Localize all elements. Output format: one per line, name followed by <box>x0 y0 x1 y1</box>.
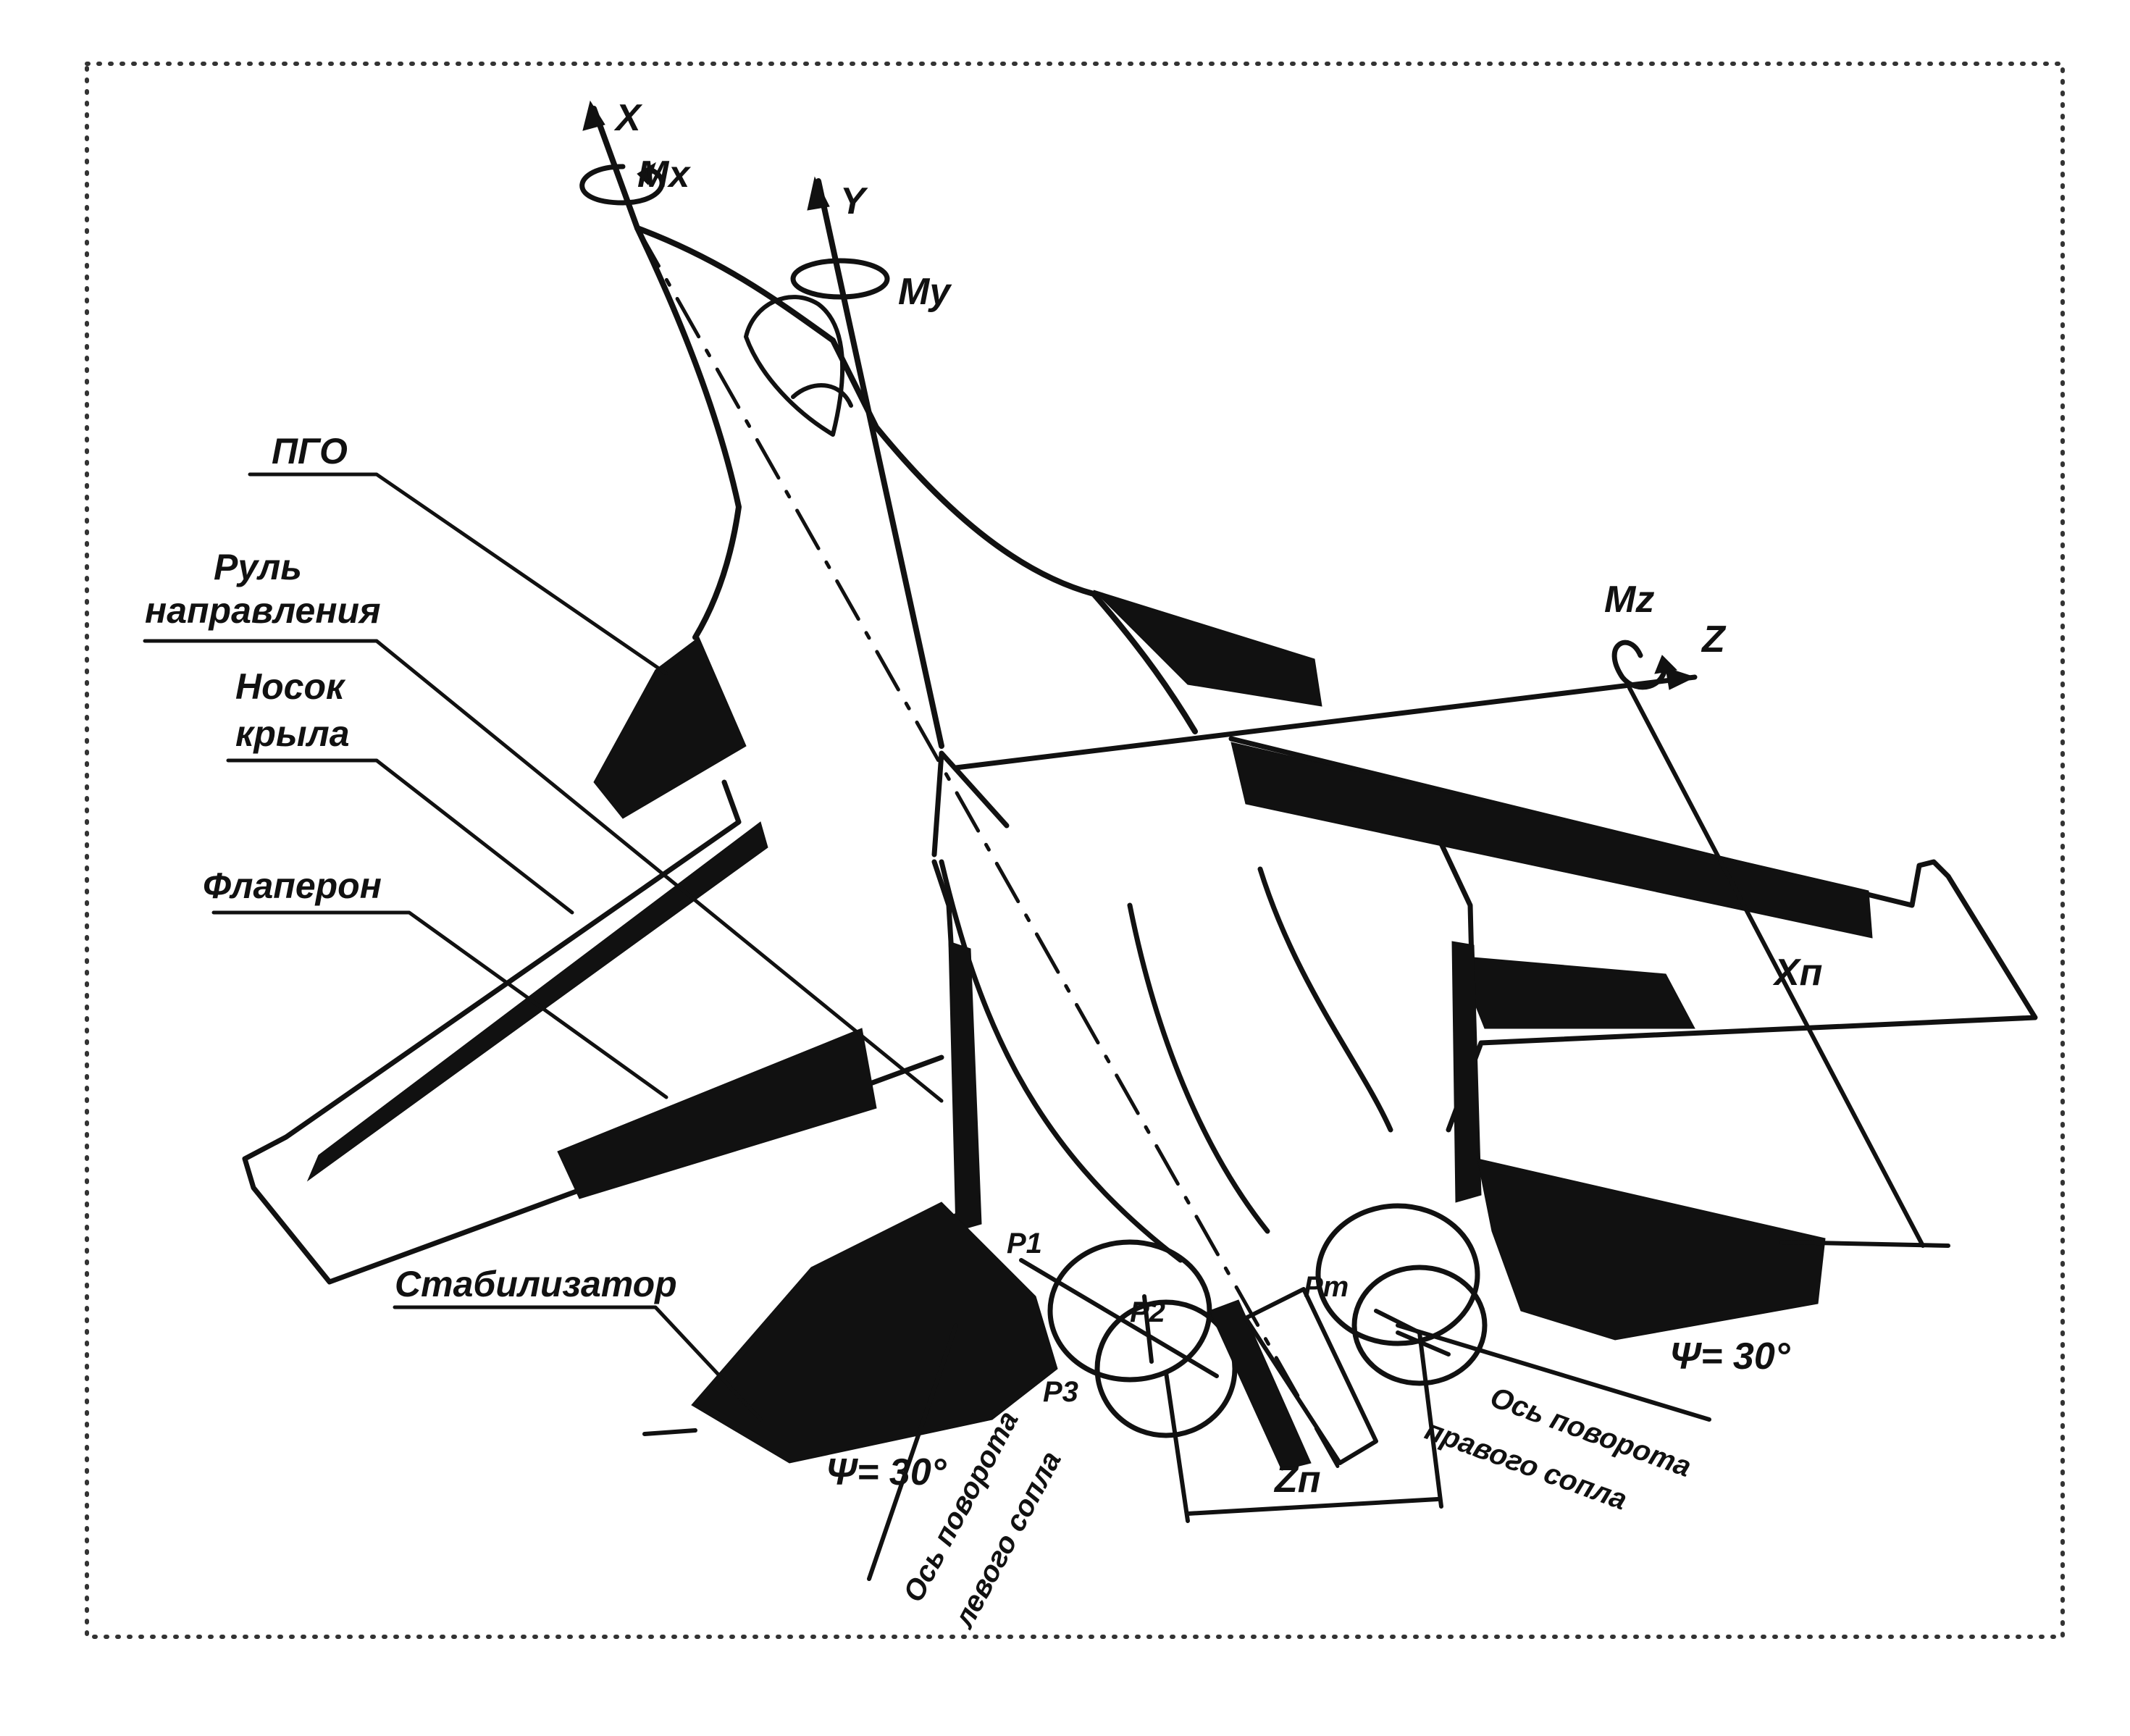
mx-rotation-arrow <box>637 162 656 185</box>
left-stabilizer <box>691 1202 1058 1464</box>
left-wing <box>242 779 944 1285</box>
canopy <box>744 295 845 437</box>
right-wing-outline <box>1228 736 2038 1133</box>
x-axis-label: X <box>613 97 643 139</box>
xp-dimension <box>1627 686 1950 1248</box>
mx-label: Mx <box>637 154 691 196</box>
left-canard <box>593 637 747 819</box>
zp-dimension <box>1164 1330 1443 1523</box>
stabilizer-label: Стабилизатор <box>395 1264 677 1304</box>
my-rotation-arc <box>790 258 890 300</box>
dotted-frame <box>85 62 2065 1639</box>
fuselage-belly-line <box>939 859 1183 1263</box>
y-axis <box>790 176 944 749</box>
centerline <box>635 226 1342 1472</box>
zp-label: Zп <box>1273 1459 1321 1501</box>
zp-left-extension <box>1164 1370 1190 1523</box>
right-stabilizer <box>1477 1158 1826 1341</box>
right-fin-rudder <box>1451 941 1482 1203</box>
mz-rotation-arrow <box>1654 655 1678 674</box>
fuselage-right-edge <box>634 225 1198 734</box>
zp-dimension-line <box>1186 1497 1440 1516</box>
psi-left-label: Ψ= 30° <box>826 1451 947 1493</box>
fuselage <box>634 225 1393 1472</box>
left-nozzle-arrow <box>1142 1294 1154 1364</box>
rudder-leader <box>143 639 944 1103</box>
mz-rotation-arc <box>1611 640 1669 690</box>
flaperon-label: Флаперон <box>203 865 382 906</box>
right-nozzle-axis-line <box>1396 1323 1711 1422</box>
rudder-label-line2: направления <box>145 590 381 631</box>
right-nozzle <box>1315 1203 1488 1386</box>
center-tail-box <box>1244 1287 1378 1465</box>
pt-label: Pт <box>1304 1271 1349 1303</box>
fuselage-side-line <box>1257 866 1393 1133</box>
left-thrust-vector <box>1019 1258 1219 1378</box>
x-axis-arrow <box>582 100 605 131</box>
z-axis-label: Z <box>1701 618 1727 661</box>
left-nozzle-axis-line <box>867 1323 958 1581</box>
slat-leader <box>226 758 574 915</box>
slat-label-line2: крыла <box>235 713 350 754</box>
rudder-label-line1: Руль <box>214 547 302 587</box>
pgo-leader <box>248 472 668 676</box>
xp-label: Xп <box>1772 952 1822 994</box>
stabilizer-leader <box>393 1305 763 1422</box>
left-nozzle-exit <box>1094 1299 1238 1438</box>
right-nozzle-ring <box>1315 1203 1480 1346</box>
vertical-fins <box>931 841 1482 1232</box>
right-nozzle-exit <box>1351 1265 1488 1386</box>
xp-extension-line <box>1779 1240 1950 1248</box>
left-wing-outline <box>242 779 944 1285</box>
right-flaperon <box>1455 955 1695 1029</box>
mz-label: Mz <box>1604 579 1654 621</box>
left-fin-rudder <box>948 941 982 1232</box>
fuselage-engine-line <box>1127 902 1270 1234</box>
right-wing <box>1228 736 2038 1133</box>
x-axis <box>579 100 665 231</box>
y-axis-line <box>815 178 944 749</box>
p2-label: P2 <box>1130 1296 1165 1328</box>
psi-right-label: Ψ= 30° <box>1669 1335 1791 1378</box>
mx-rotation-arc <box>579 164 665 206</box>
canopy-frame <box>791 383 853 408</box>
right-wing-slat <box>1230 742 1873 939</box>
fuselage-left-edge <box>634 225 742 640</box>
y-axis-label: Y <box>840 180 868 222</box>
zp-right-extension <box>1417 1330 1443 1509</box>
left-intake <box>931 750 1010 857</box>
p3-label: P3 <box>1043 1376 1078 1408</box>
my-label: My <box>898 271 952 313</box>
y-axis-arrow <box>807 176 830 211</box>
z-axis-arrow <box>1665 667 1696 690</box>
p1-label: P1 <box>1007 1228 1042 1259</box>
left-wing-slat <box>306 821 768 1182</box>
left-flaperon <box>557 1028 877 1199</box>
left-stab-trailing <box>642 1428 697 1436</box>
right-nozzle-arrow <box>1396 1330 1451 1356</box>
xp-dimension-line <box>1627 686 1925 1248</box>
pgo-label: ПГО <box>272 431 348 471</box>
slat-label-line1: Носок <box>235 666 346 707</box>
right-canard <box>1093 590 1322 707</box>
center-nozzle-strip <box>1209 1299 1312 1471</box>
z-axis-line <box>953 674 1698 771</box>
z-axis <box>953 640 1698 771</box>
flaperon-leader <box>211 910 668 1099</box>
